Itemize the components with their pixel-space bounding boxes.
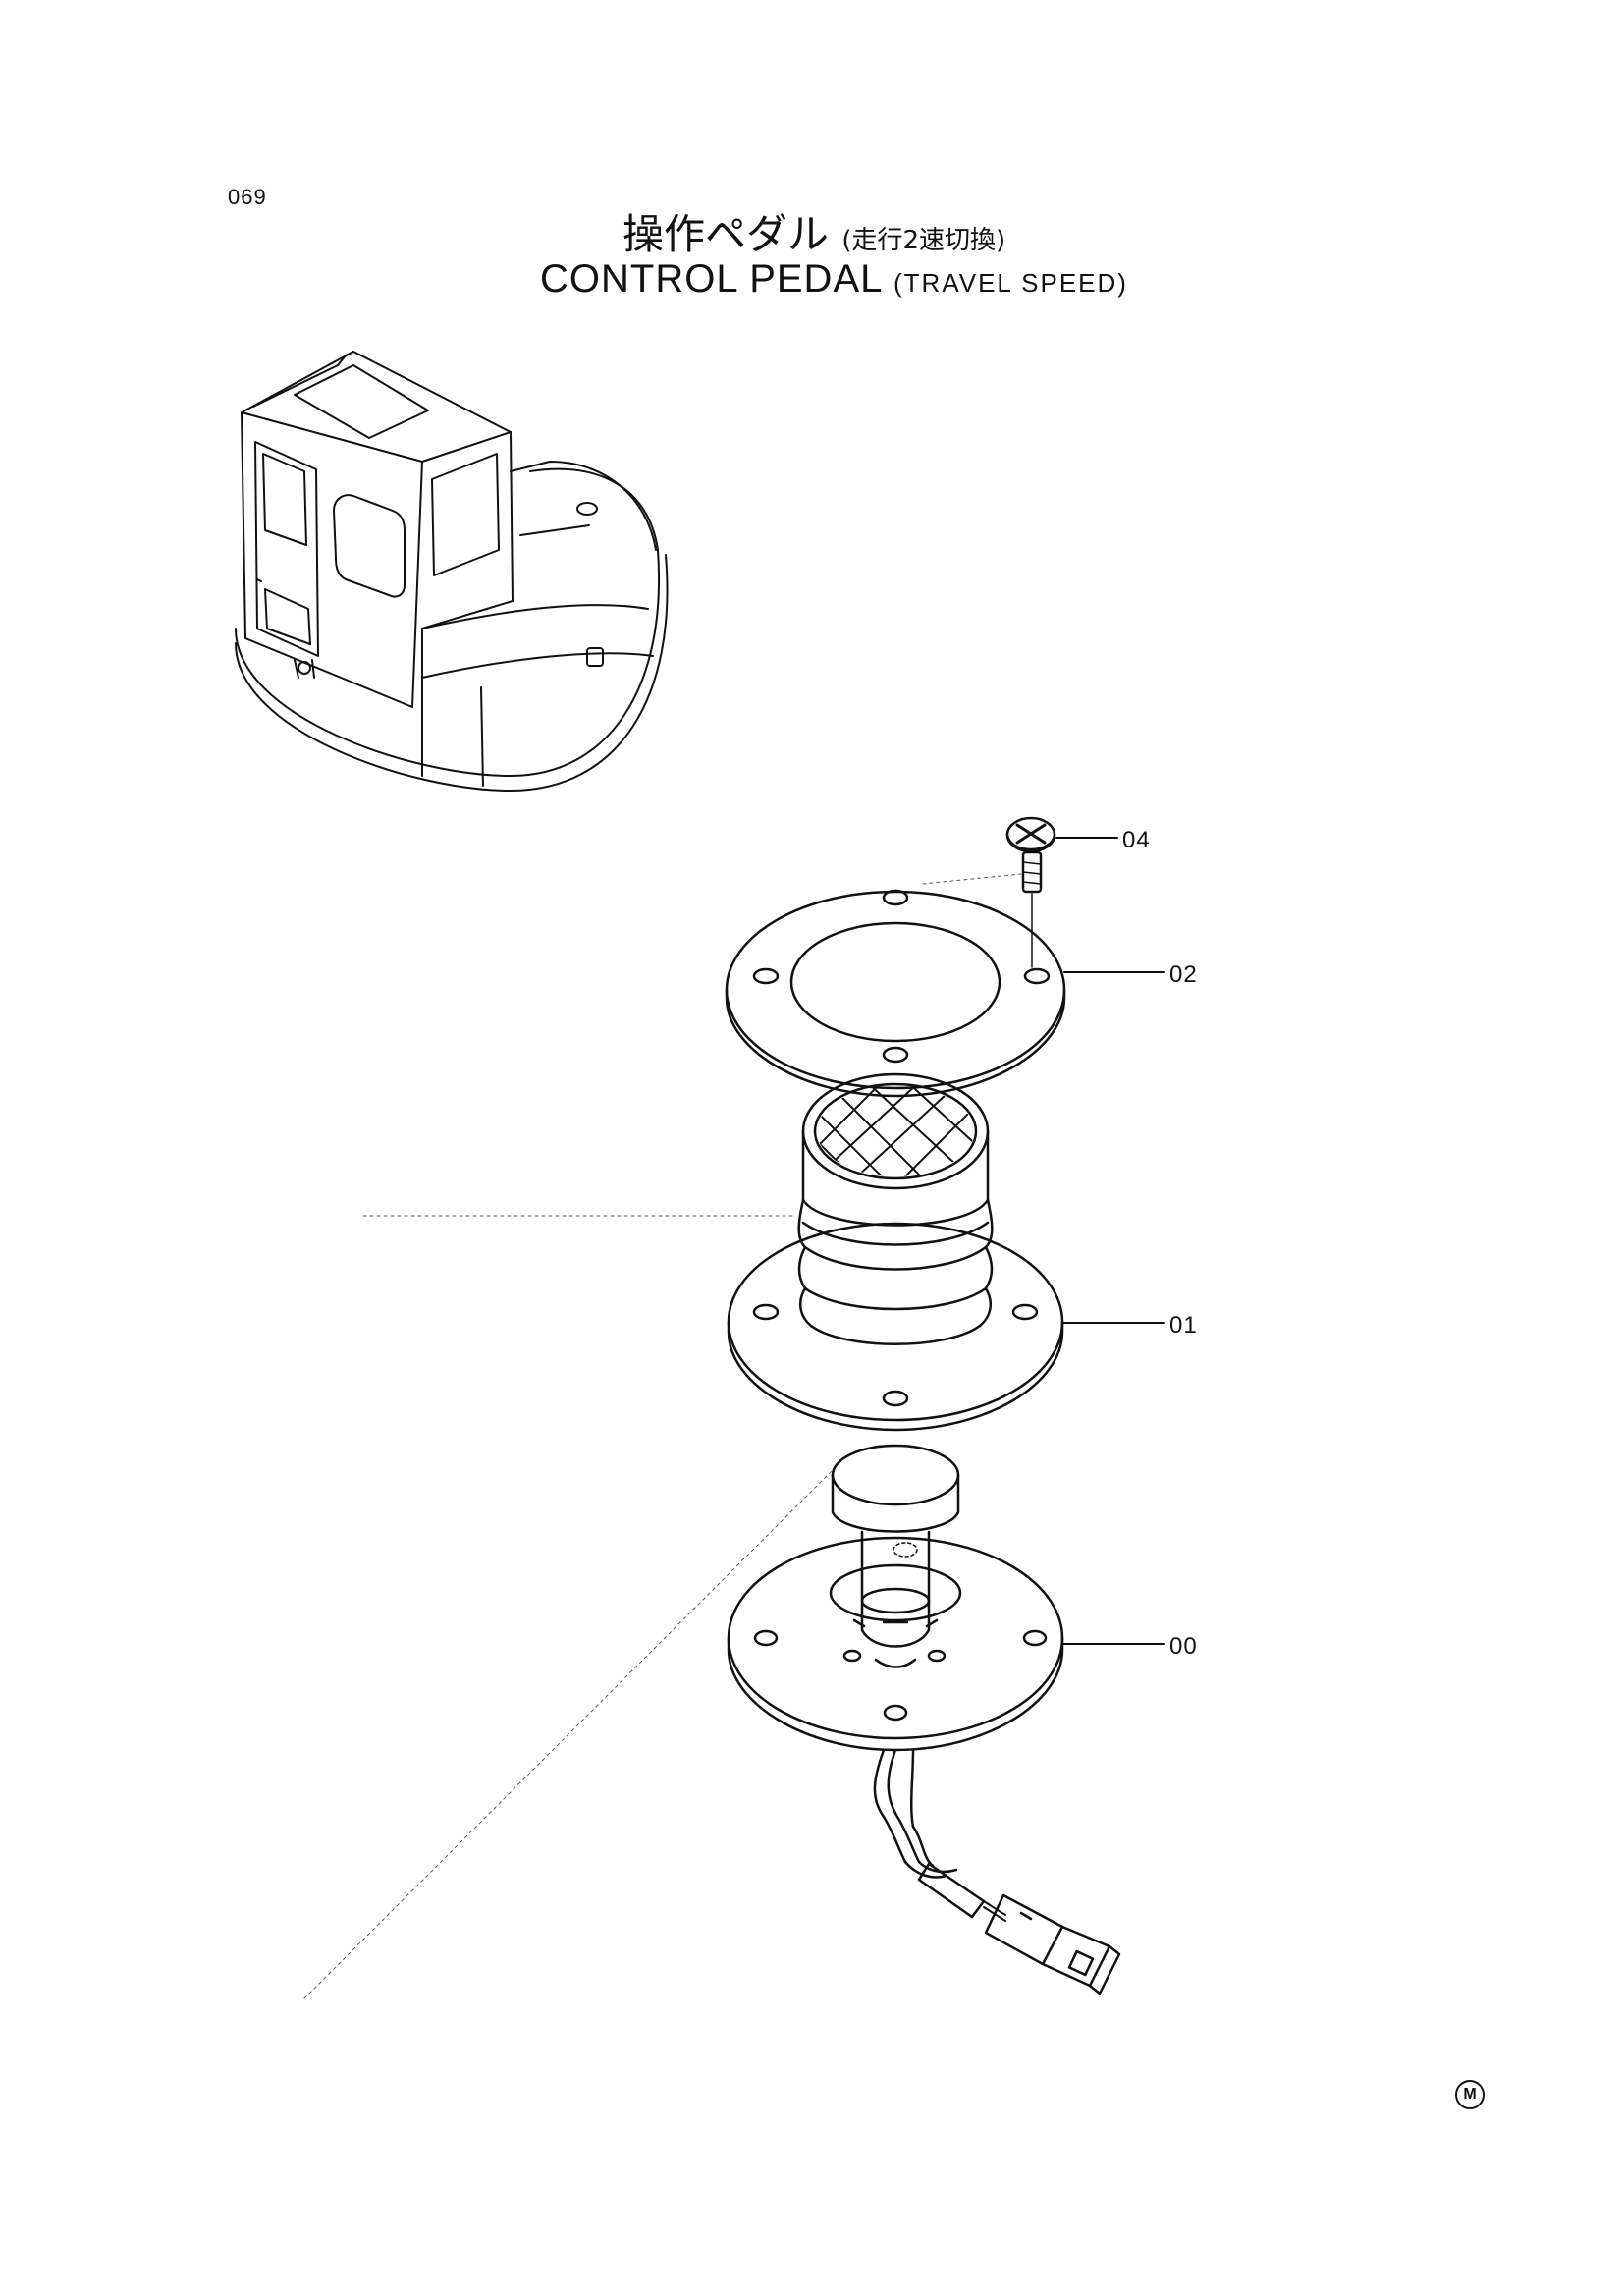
reference-lines <box>303 873 1022 1999</box>
callout-label-02: 02 <box>1169 961 1198 988</box>
ring-plate-part-02 <box>725 889 1066 1098</box>
callout-label-04: 04 <box>1122 827 1151 853</box>
title-jp-sub: (走行2速切換) <box>841 226 1006 255</box>
screw-part-04 <box>1005 816 1056 968</box>
callout-label-00: 00 <box>1169 1633 1198 1660</box>
switch-assembly-part-00 <box>727 1444 1121 1995</box>
page-number: 069 <box>228 185 267 209</box>
title-english: CONTROL PEDAL (TRAVEL SPEED) <box>540 257 1128 301</box>
cover-part-01 <box>727 1072 1064 1432</box>
callout-label-01: 01 <box>1169 1312 1198 1339</box>
title-japanese: 操作ペダル (走行2速切換) <box>622 201 1005 261</box>
cab-overview-illustration <box>235 351 669 792</box>
callout-leaders <box>1055 837 1165 1645</box>
manufacturer-mark: M <box>1455 2080 1485 2109</box>
title-jp-main: 操作ペダル <box>622 210 830 258</box>
title-en-main: CONTROL PEDAL <box>540 257 882 301</box>
title-en-sub: (TRAVEL SPEED) <box>893 268 1128 298</box>
